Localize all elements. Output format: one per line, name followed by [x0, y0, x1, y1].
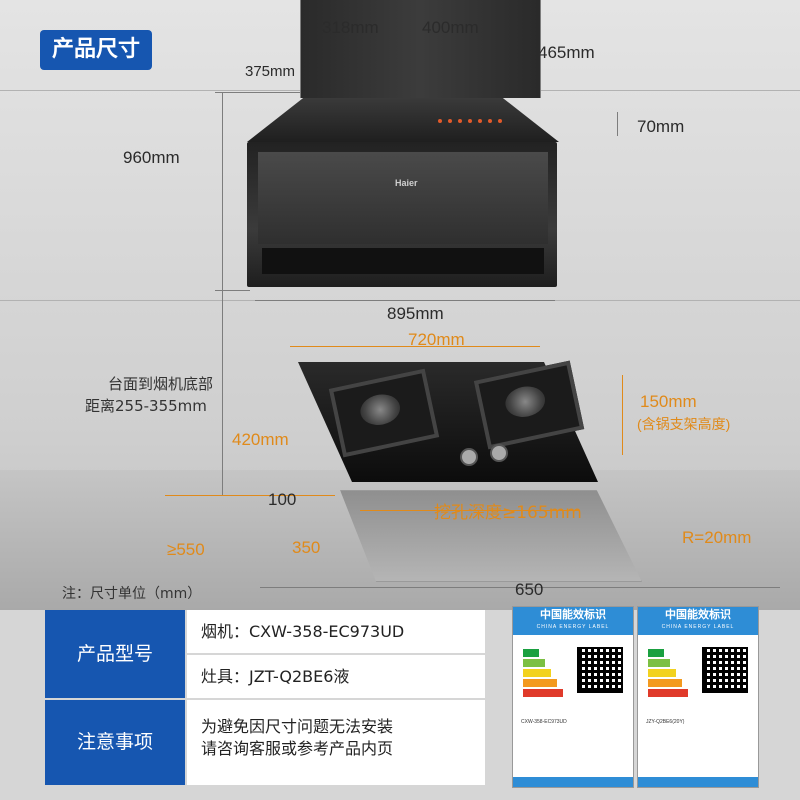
dim-465: 465mm	[538, 43, 595, 62]
unit-note: 注：尺寸单位（mm）	[62, 586, 202, 602]
dim-400: 400mm	[422, 18, 479, 37]
dim-guide-line	[540, 0, 541, 98]
brand-logo: Haier	[395, 178, 418, 188]
notice-line1: 为避免因尺寸问题无法安装	[201, 717, 394, 736]
dim-318: 318mm	[322, 18, 379, 37]
energy-label-hood: 中国能效标识 CHINA ENERGY LABEL CXW-358-EC973U…	[512, 606, 634, 788]
dim-cut-depth: 挖孔深度≥165mm	[434, 503, 582, 523]
dim-cut-depth-line	[360, 510, 580, 511]
section-title: 产品尺寸	[40, 30, 152, 70]
hood-front-panel	[258, 152, 548, 244]
distance-note-line2: 距离255-355mm	[85, 397, 207, 415]
notice-label: 注意事项	[45, 700, 185, 785]
energy-grade-bars	[523, 649, 563, 699]
dim-550: ≥550	[167, 540, 205, 559]
dim-guide-line	[215, 290, 250, 291]
dim-650: 650	[515, 580, 544, 599]
energy-label-title: 中国能效标识	[665, 608, 731, 621]
energy-grade-bars	[648, 649, 688, 699]
dim-895: 895mm	[387, 304, 444, 323]
energy-label-footer	[513, 777, 633, 787]
dim-420: 420mm	[232, 430, 289, 449]
energy-label-model: JZY-Q2BE6(20Y)	[646, 719, 685, 725]
notice-text: 为避免因尺寸问题无法安装 请咨询客服或参考产品内页	[187, 700, 485, 785]
dim-70: 70mm	[637, 117, 685, 136]
dim-guide-line	[222, 290, 223, 495]
dim-150-note: (含锅支架高度)	[637, 416, 731, 432]
dim-guide-line	[215, 92, 300, 93]
energy-label-title: 中国能效标识	[540, 608, 606, 621]
energy-label-subtitle: CHINA ENERGY LABEL	[536, 624, 610, 630]
hood-control-panel[interactable]	[435, 114, 510, 128]
dim-960-line	[222, 92, 223, 290]
distance-note-line1: 台面到烟机底部	[108, 375, 214, 393]
right-knob	[490, 444, 508, 462]
dim-150-line	[622, 375, 623, 455]
dim-150: 150mm	[640, 392, 697, 411]
energy-label-footer	[638, 777, 758, 787]
dim-guide-line	[300, 0, 301, 98]
qr-code-icon	[577, 647, 623, 693]
dim-720-line	[290, 346, 540, 347]
energy-label-stove: 中国能效标识 CHINA ENERGY LABEL JZY-Q2BE6(20Y)	[637, 606, 759, 788]
dim-radius: R=20mm	[682, 528, 752, 547]
hood-chimney	[300, 0, 540, 98]
dim-70-line	[617, 112, 618, 136]
left-knob	[460, 448, 478, 466]
dim-650-line	[260, 587, 780, 588]
dim-960: 960mm	[123, 148, 180, 167]
stove-model: 灶具：JZT-Q2BE6液	[187, 655, 485, 698]
dim-895-line	[255, 300, 555, 301]
dim-100: 100	[268, 490, 297, 509]
dim-420-base-line	[165, 495, 335, 496]
energy-label-model: CXW-358-EC973UD	[521, 719, 567, 725]
energy-label-subtitle: CHINA ENERGY LABEL	[661, 624, 735, 630]
hood-air-intake	[262, 248, 544, 274]
qr-code-icon	[702, 647, 748, 693]
dim-720: 720mm	[408, 330, 465, 349]
hood-top-panel	[247, 98, 559, 142]
product-info-table: 产品型号 烟机：CXW-358-EC973UD 灶具：JZT-Q2BE6液 注意…	[45, 610, 485, 785]
model-label: 产品型号	[45, 610, 185, 698]
dim-375: 375mm	[245, 63, 296, 80]
dim-350: 350	[292, 538, 321, 557]
countertop-cutout	[340, 490, 642, 582]
hood-model: 烟机：CXW-358-EC973UD	[187, 610, 485, 653]
notice-line2: 请咨询客服或参考产品内页	[201, 739, 394, 758]
